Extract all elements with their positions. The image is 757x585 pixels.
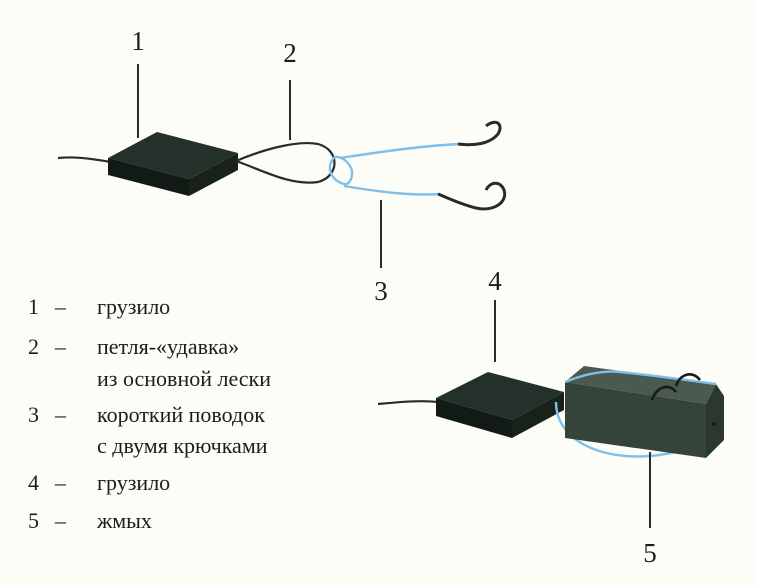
- legend-text: петля-«удавка»: [97, 334, 240, 359]
- legend-dash: –: [55, 508, 66, 533]
- legend-item-5: 5– жмых: [28, 508, 152, 534]
- callout-2: 2: [283, 38, 297, 68]
- legend-text: грузило: [97, 470, 171, 495]
- main-line-bottom: [377, 400, 439, 406]
- sinker-4: [436, 372, 564, 438]
- legend-num: 4: [28, 470, 39, 495]
- hook-upper: [457, 120, 502, 147]
- callout-1: 1: [131, 26, 145, 56]
- legend-num: 3: [28, 402, 39, 427]
- legend-item-3: 3– короткий поводок: [28, 402, 265, 428]
- legend-num: 2: [28, 334, 39, 359]
- callout-5: 5: [643, 538, 657, 568]
- short-leader: [328, 142, 461, 196]
- callout-4: 4: [488, 266, 502, 296]
- legend-dash: –: [55, 470, 66, 495]
- legend-text: жмых: [97, 508, 152, 533]
- callout-3: 3: [374, 276, 388, 306]
- legend-item-2-continued: из основной лески: [97, 366, 272, 391]
- legend-dash: –: [55, 402, 66, 427]
- legend-item-4: 4– грузило: [28, 470, 170, 496]
- legend-item-3-continued: с двумя крючками: [97, 433, 268, 458]
- sinker-1: [108, 132, 238, 196]
- legend-num: 5: [28, 508, 39, 533]
- legend-item-2: 2– петля-«удавка»: [28, 334, 239, 360]
- legend-text: грузило: [97, 294, 171, 319]
- noose-loop: [235, 142, 336, 184]
- hook-lower: [437, 181, 507, 211]
- main-line-top: [57, 156, 113, 164]
- cake-block: [554, 366, 724, 458]
- legend-dash: –: [55, 294, 66, 319]
- legend-dash: –: [55, 334, 66, 359]
- legend-item-1: 1– грузило: [28, 294, 170, 320]
- legend-text: короткий поводок: [97, 402, 265, 427]
- legend-num: 1: [28, 294, 39, 319]
